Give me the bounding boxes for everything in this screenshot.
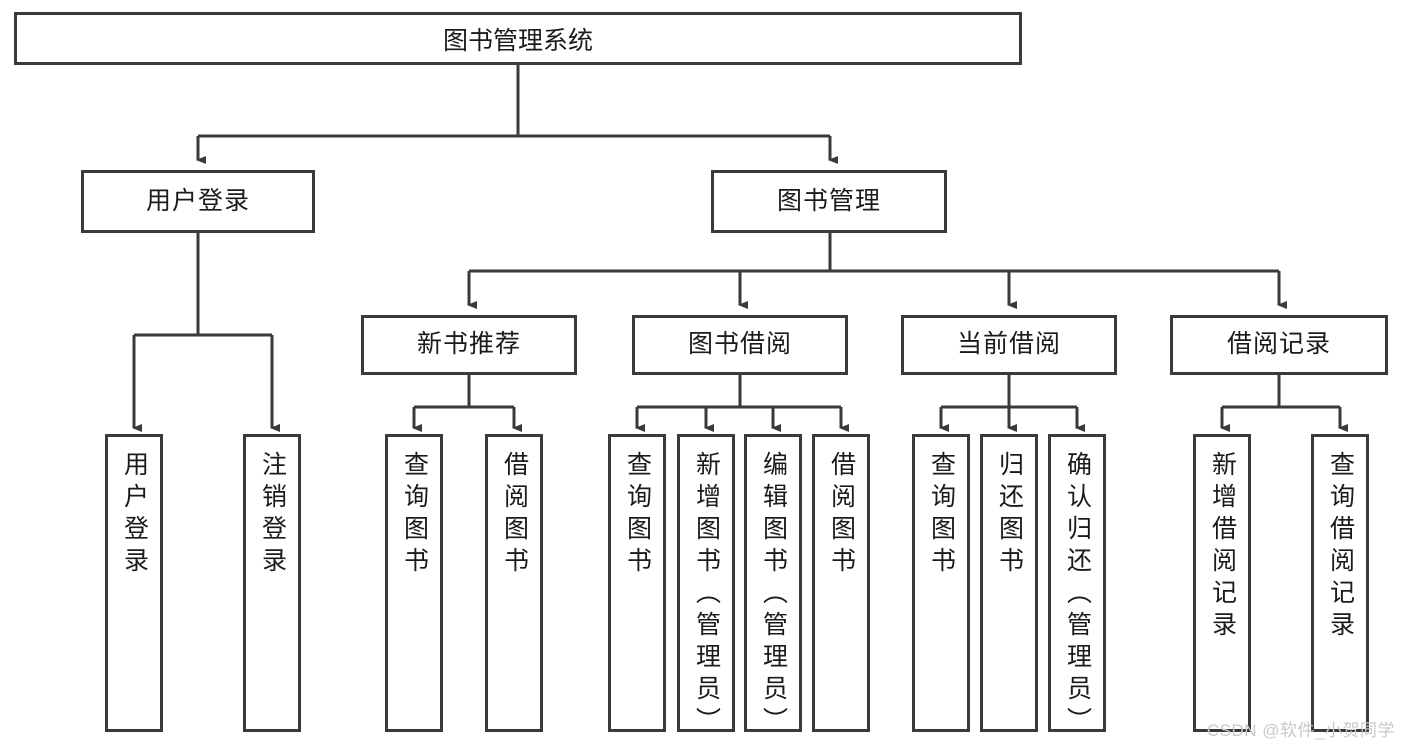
leaf-query-borrow-record[interactable]: 查询借阅记录 <box>1311 434 1369 732</box>
leaf-label: 新增借阅记录 <box>1208 451 1237 643</box>
leaf-label: 查询借阅记录 <box>1326 451 1355 643</box>
leaf-query-book-borrow[interactable]: 查询图书 <box>608 434 666 732</box>
leaf-label: 借阅图书 <box>500 451 529 579</box>
leaf-label: 查询图书 <box>927 451 956 579</box>
leaf-label: 借阅图书 <box>827 451 856 579</box>
csdn-watermark: CSDN @软件_小贺同学 <box>1206 721 1395 740</box>
leaf-label: 确认归还（管理员） <box>1063 451 1092 739</box>
leaf-edit-book-admin[interactable]: 编辑图书（管理员） <box>744 434 802 739</box>
leaf-add-book-admin[interactable]: 新增图书（管理员） <box>677 434 735 739</box>
leaf-query-book-new[interactable]: 查询图书 <box>385 434 443 732</box>
node-user-login[interactable]: 用户登录 <box>81 170 315 233</box>
leaf-label: 注销登录 <box>258 451 287 579</box>
node-label: 图书管理 <box>776 186 881 215</box>
node-label: 图书管理系统 <box>442 26 593 55</box>
leaf-label: 新增图书（管理员） <box>692 451 721 739</box>
leaf-label: 归还图书 <box>995 451 1024 579</box>
leaf-query-book-current[interactable]: 查询图书 <box>912 434 970 732</box>
leaf-label: 查询图书 <box>400 451 429 579</box>
node-book-management[interactable]: 图书管理 <box>711 170 947 233</box>
leaf-user-login[interactable]: 用户登录 <box>105 434 163 732</box>
leaf-label: 编辑图书（管理员） <box>759 451 788 739</box>
node-book-borrow[interactable]: 图书借阅 <box>632 315 848 375</box>
node-root-system[interactable]: 图书管理系统 <box>14 12 1022 65</box>
leaf-label: 用户登录 <box>120 451 149 579</box>
node-label: 当前借阅 <box>956 330 1061 359</box>
leaf-logout[interactable]: 注销登录 <box>243 434 301 732</box>
leaf-borrow-book-new[interactable]: 借阅图书 <box>485 434 543 732</box>
node-current-borrow[interactable]: 当前借阅 <box>901 315 1117 375</box>
node-label: 图书借阅 <box>687 330 792 359</box>
leaf-borrow-book[interactable]: 借阅图书 <box>812 434 870 732</box>
leaf-label: 查询图书 <box>623 451 652 579</box>
leaf-return-book[interactable]: 归还图书 <box>980 434 1038 732</box>
node-new-book-recommend[interactable]: 新书推荐 <box>361 315 577 375</box>
node-borrow-record[interactable]: 借阅记录 <box>1170 315 1388 375</box>
node-label: 新书推荐 <box>416 330 521 359</box>
leaf-confirm-return-admin[interactable]: 确认归还（管理员） <box>1048 434 1106 739</box>
leaf-add-borrow-record[interactable]: 新增借阅记录 <box>1193 434 1251 732</box>
node-label: 用户登录 <box>145 186 250 215</box>
node-label: 借阅记录 <box>1226 330 1331 359</box>
